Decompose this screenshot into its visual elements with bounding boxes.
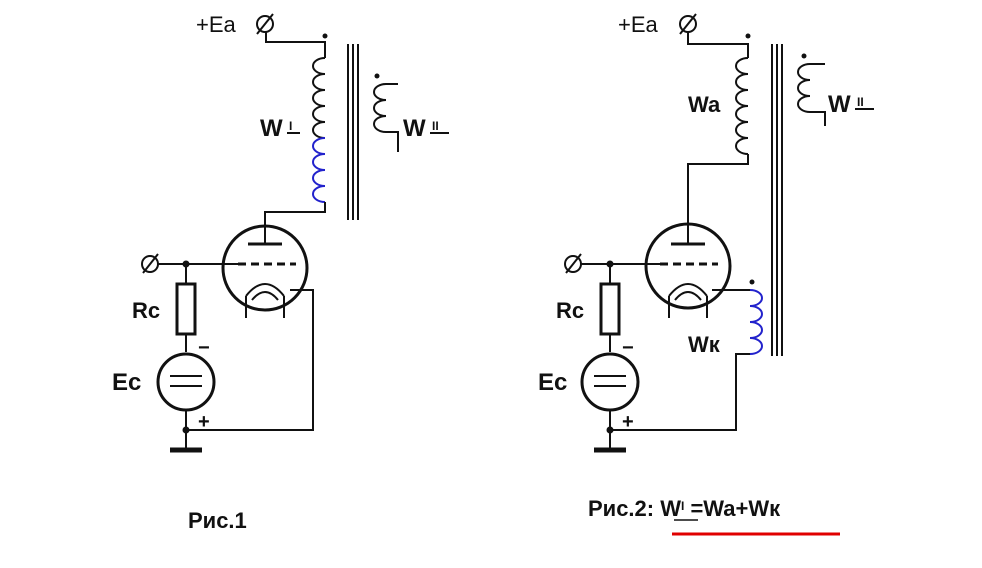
cathode-coil-label: Wк: [688, 332, 721, 357]
triode-tube-icon: [221, 224, 309, 312]
resistor-icon: [175, 282, 197, 336]
secondary-label: W: [403, 115, 426, 142]
caption-prefix: Рис.2:: [588, 496, 660, 521]
supply-wire: [265, 32, 326, 58]
anode-wire: [687, 154, 749, 244]
caption-sub: I: [681, 499, 684, 513]
supply-label: +Ea: [196, 12, 237, 37]
polarity-dot-icon: [322, 33, 328, 39]
battery-icon: [156, 352, 216, 412]
minus-sign: −: [622, 337, 634, 359]
supply-label: +Ea: [618, 12, 659, 37]
secondary-sub: II: [432, 119, 439, 133]
resistor-label: Rc: [556, 298, 584, 323]
resistor-label: Rc: [132, 298, 160, 323]
polarity-dot-icon: [749, 279, 755, 285]
primary-label: W: [260, 115, 283, 142]
battery-icon: [580, 352, 640, 412]
anode-wire: [264, 202, 326, 244]
anode-coil: [735, 57, 749, 155]
supply-wire: [687, 32, 749, 58]
primary-sub: I: [289, 119, 292, 133]
junction-dot: [606, 426, 614, 434]
cathode-return-wire: [610, 353, 750, 431]
caption-rest: =Wa+Wк: [684, 496, 781, 521]
plus-sign: +: [198, 411, 210, 433]
polarity-dot-icon: [801, 53, 807, 59]
heater-icon: [668, 283, 708, 297]
secondary-coil: [373, 83, 399, 152]
caption-fig2: Рис.2: WI =Wa+Wк: [588, 496, 781, 521]
secondary-sub: II: [857, 95, 864, 109]
battery-label: Ec: [112, 369, 141, 396]
heater-icon: [245, 283, 285, 297]
caption-w: W: [660, 496, 681, 521]
caption-fig1: Рис.1: [188, 508, 247, 533]
minus-sign: −: [198, 337, 210, 359]
polarity-dot-icon: [745, 33, 751, 39]
plus-sign: +: [622, 411, 634, 433]
primary-coil-lower: [312, 137, 326, 203]
cathode-coil: [749, 289, 763, 355]
cathode-return-wire: [186, 289, 314, 431]
secondary-coil: [797, 63, 826, 126]
figure-2: +Ea Wa W II Wк: [538, 12, 874, 536]
triode-tube-icon: [644, 222, 732, 310]
primary-coil-upper: [312, 57, 326, 139]
figure-1: +Ea W I W II: [112, 12, 449, 533]
polarity-dot-icon: [374, 73, 380, 79]
battery-label: Ec: [538, 369, 567, 396]
resistor-icon: [599, 282, 621, 336]
anode-coil-label: Wa: [688, 92, 721, 117]
secondary-label: W: [828, 91, 851, 118]
